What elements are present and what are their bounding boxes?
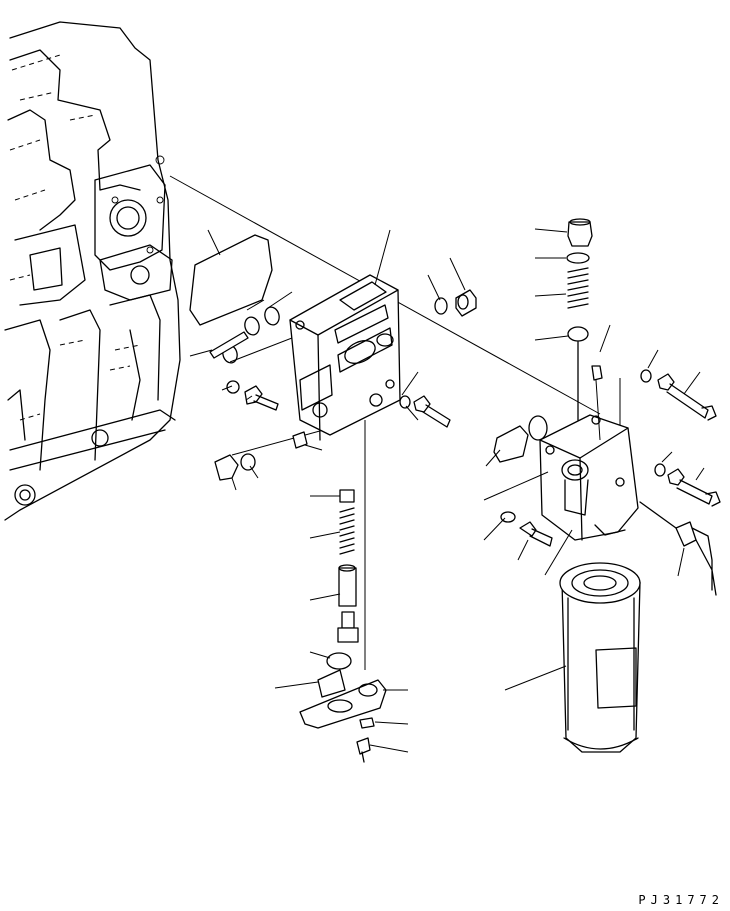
oil-filter-cartridge bbox=[560, 563, 640, 752]
gasket-large bbox=[190, 235, 272, 325]
plug-lower bbox=[215, 432, 307, 480]
bracket-bolt-lower bbox=[501, 512, 552, 546]
bolt-left bbox=[227, 381, 278, 410]
bolt-right bbox=[400, 396, 450, 427]
bottom-cover-plate bbox=[300, 670, 386, 762]
filter-bracket bbox=[540, 415, 638, 540]
right-valve-stack bbox=[567, 219, 592, 420]
plug-fitting bbox=[435, 290, 476, 316]
drawing-code: PJ31772 bbox=[638, 893, 724, 907]
relief-valve-stack bbox=[327, 490, 358, 669]
engine-block bbox=[5, 22, 180, 520]
oil-cooler-cover bbox=[290, 275, 400, 440]
oil-pressure-sensor bbox=[640, 502, 716, 595]
callout-leaders bbox=[190, 229, 704, 752]
bracket-gaskets bbox=[494, 416, 547, 462]
bracket-fittings bbox=[592, 366, 720, 506]
